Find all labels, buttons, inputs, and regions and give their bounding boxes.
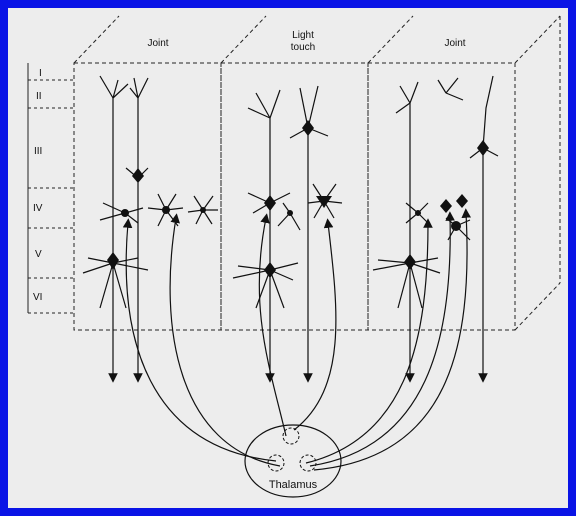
layer-label-4: IV bbox=[33, 203, 43, 214]
column-label-2-line2: touch bbox=[291, 42, 315, 53]
column-3-somata bbox=[404, 140, 489, 270]
column-box-2 bbox=[221, 63, 368, 330]
layer-label-6: VI bbox=[33, 292, 42, 303]
column-1-somata bbox=[107, 168, 206, 270]
layer-label-1: I bbox=[39, 68, 42, 79]
column-boxes bbox=[74, 16, 560, 330]
thalamic-afferents bbox=[126, 213, 467, 470]
cortical-columns-diagram: I II III IV V VI Joint Light touch Joint bbox=[8, 8, 568, 508]
layer-ruler bbox=[28, 63, 74, 313]
layer-label-3: III bbox=[34, 146, 42, 157]
column-1-neurons bbox=[83, 76, 218, 378]
column-label-3: Joint bbox=[444, 38, 465, 49]
diagram-frame: I II III IV V VI Joint Light touch Joint bbox=[8, 8, 568, 508]
layer-label-5: V bbox=[35, 249, 42, 260]
column-3-neurons bbox=[373, 76, 498, 378]
column-2-somata bbox=[264, 120, 332, 278]
column-label-2-line1: Light bbox=[292, 30, 314, 41]
column-box-3 bbox=[368, 63, 515, 330]
column-box-1 bbox=[74, 63, 221, 330]
thalamus-label: Thalamus bbox=[269, 479, 318, 491]
column-2-neurons bbox=[233, 86, 342, 378]
layer-label-2: II bbox=[36, 91, 42, 102]
column-label-1: Joint bbox=[147, 38, 168, 49]
